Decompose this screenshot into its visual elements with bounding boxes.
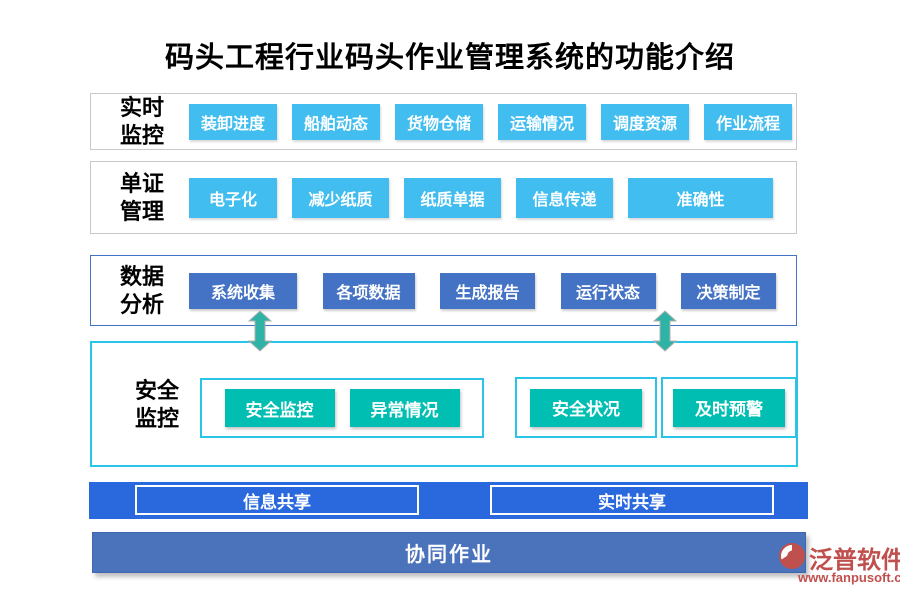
section-document-management: 单证 管理 电子化 减少纸质 纸质单据 信息传递 准确性 xyxy=(90,161,797,234)
feature-box: 生成报告 xyxy=(440,272,535,309)
vendor-name: 泛普软件 xyxy=(809,548,900,574)
feature-box: 装卸进度 xyxy=(189,103,277,140)
vendor-website-link[interactable]: www.fanpusoft.com xyxy=(798,570,900,585)
feature-box: 安全监控 xyxy=(224,389,335,427)
feature-box-list: 电子化 减少纸质 纸质单据 信息传递 准确性 xyxy=(189,177,773,218)
section-label-line: 分析 xyxy=(119,291,164,317)
feature-box: 各项数据 xyxy=(322,272,415,309)
section-label-line: 监控 xyxy=(119,122,164,148)
section-label-realtime: 实时 监控 xyxy=(101,94,183,150)
feature-box: 纸质单据 xyxy=(404,177,501,218)
section-label-documents: 单证 管理 xyxy=(101,170,183,226)
feature-box: 决策制定 xyxy=(681,272,776,309)
feature-box: 信息共享 xyxy=(135,485,419,515)
section-safety-monitoring: 安全 监控 安全监控 异常情况 安全状况 及时预警 xyxy=(90,341,798,467)
feature-box: 运行状态 xyxy=(560,272,656,309)
feature-box-list: 装卸进度 船舶动态 货物仓储 运输情况 调度资源 作业流程 xyxy=(189,103,792,140)
feature-box: 货物仓储 xyxy=(395,103,483,140)
double-vertical-arrow-icon xyxy=(653,310,677,352)
feature-box-list: 系统收集 各项数据 生成报告 运行状态 决策制定 xyxy=(189,272,776,309)
section-label-line: 实时 xyxy=(119,94,164,120)
feature-box: 及时预警 xyxy=(673,388,785,427)
section-realtime-monitoring: 实时 监控 装卸进度 船舶动态 货物仓储 运输情况 调度资源 作业流程 xyxy=(90,93,797,150)
section-label-safety: 安全 监控 xyxy=(116,377,198,433)
feature-box: 系统收集 xyxy=(189,272,297,309)
safety-subgroup: 安全状况 xyxy=(515,377,657,438)
vendor-logo[interactable]: 泛普软件 www.fanpusoft.com xyxy=(778,540,900,590)
feature-box: 作业流程 xyxy=(704,103,792,140)
section-label-line: 管理 xyxy=(119,198,164,224)
safety-subgroup: 安全监控 异常情况 xyxy=(200,378,484,438)
section-label-analysis: 数据 分析 xyxy=(101,263,183,319)
section-label-line: 安全 xyxy=(134,378,179,403)
feature-box: 信息传递 xyxy=(516,177,613,218)
page-title: 码头工程行业码头作业管理系统的功能介绍 xyxy=(164,42,735,74)
feature-box: 减少纸质 xyxy=(292,177,389,218)
section-label-line: 监控 xyxy=(134,406,179,431)
double-vertical-arrow-icon xyxy=(248,310,272,352)
feature-box: 电子化 xyxy=(189,177,277,218)
feature-box: 安全状况 xyxy=(530,388,642,427)
feature-box: 实时共享 xyxy=(490,485,774,515)
section-label-line: 单证 xyxy=(119,170,164,196)
feature-box: 准确性 xyxy=(628,177,773,218)
section-label-line: 数据 xyxy=(119,263,164,289)
section-data-analysis: 数据 分析 系统收集 各项数据 生成报告 运行状态 决策制定 xyxy=(90,255,797,326)
feature-box: 运输情况 xyxy=(498,103,586,140)
feature-box: 异常情况 xyxy=(349,389,460,427)
feature-box: 调度资源 xyxy=(601,103,689,140)
collaboration-bar: 协同作业 xyxy=(92,532,806,573)
sharing-bar: 信息共享 实时共享 xyxy=(89,482,808,519)
fanpu-logo-icon xyxy=(779,543,805,569)
safety-subgroup: 及时预警 xyxy=(661,377,797,438)
feature-box: 船舶动态 xyxy=(292,103,380,140)
